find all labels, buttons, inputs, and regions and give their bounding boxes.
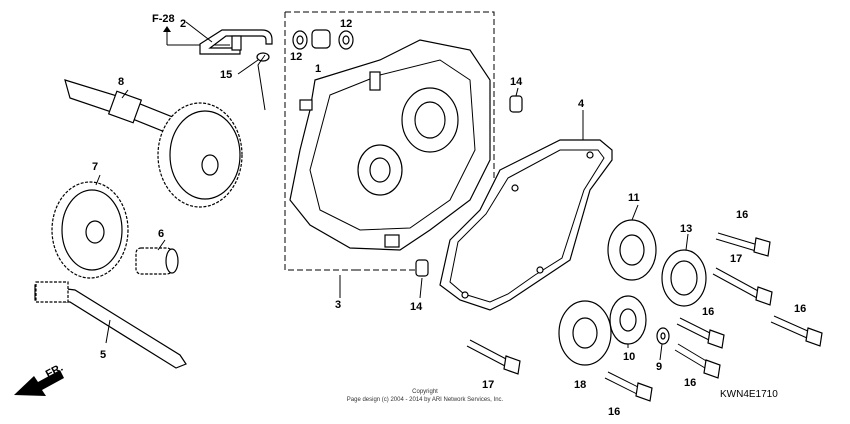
washer-9 (656, 327, 670, 345)
dowel-pin-lower (415, 259, 429, 277)
bolt-16-a (715, 232, 771, 257)
reference-arrow (163, 26, 230, 46)
bolt-16-d (674, 343, 721, 379)
output-shaft (64, 79, 186, 141)
callout-3: 3 (335, 299, 341, 311)
bolt-16-b (770, 315, 823, 347)
drive-shaft (34, 281, 187, 369)
callout-14-upper: 14 (510, 76, 523, 88)
oil-seal-13 (661, 249, 707, 307)
leader-lines (95, 21, 689, 361)
callout-16-d: 16 (684, 377, 696, 389)
callout-16-a: 16 (736, 209, 748, 221)
copyright-line-2: Page design (c) 2004 - 2014 by ARI Netwo… (347, 397, 504, 403)
bearing-11 (607, 219, 657, 281)
cover-assembly-box-left (284, 12, 355, 271)
reference-label: F-28 (152, 13, 175, 25)
callout-5: 5 (100, 349, 106, 361)
bolt-16-c (676, 317, 725, 349)
callout-15: 15 (220, 69, 232, 81)
front-direction-arrow (14, 370, 64, 396)
transmission-cover (289, 39, 491, 251)
callout-17-a: 17 (730, 253, 742, 265)
callout-14-lower: 14 (410, 301, 423, 313)
dowel-pin-upper (509, 95, 523, 113)
countershaft-gear (51, 181, 129, 279)
callout-16-c: 16 (702, 306, 714, 318)
callout-9: 9 (656, 361, 662, 373)
callout-7: 7 (92, 161, 98, 173)
callout-13: 13 (680, 223, 692, 235)
callout-labels: 1 2 3 4 5 6 7 8 9 10 11 12 12 13 14 14 1… (92, 18, 806, 418)
bearing-18 (558, 300, 612, 366)
final-gear (157, 102, 243, 208)
callout-11: 11 (628, 192, 640, 204)
callout-6: 6 (158, 228, 164, 240)
callout-8: 8 (118, 76, 124, 88)
diagram-code: KWN4E1710 (720, 389, 778, 400)
callout-2: 2 (180, 18, 186, 30)
callout-12-right: 12 (340, 18, 352, 30)
callout-16-b: 16 (794, 303, 806, 315)
copyright-line-1: Copyright (412, 389, 438, 395)
bearing-10 (609, 295, 647, 345)
top-bushing-set (292, 29, 354, 50)
pinion-gear (135, 247, 179, 275)
callout-4: 4 (578, 98, 585, 110)
callout-16-e: 16 (608, 406, 620, 418)
cover-assembly-box-top (285, 11, 495, 178)
bolt-17-b (466, 339, 521, 375)
bolt-17-a (712, 267, 773, 306)
callout-18: 18 (574, 379, 586, 391)
breather-tube (199, 29, 273, 55)
callout-10: 10 (623, 351, 635, 363)
bolt-16-e (604, 371, 653, 402)
callout-1: 1 (315, 63, 321, 75)
callout-17-b: 17 (482, 379, 494, 391)
gasket (439, 139, 613, 311)
clip-leader (257, 54, 266, 111)
callout-12-left: 12 (290, 51, 302, 63)
